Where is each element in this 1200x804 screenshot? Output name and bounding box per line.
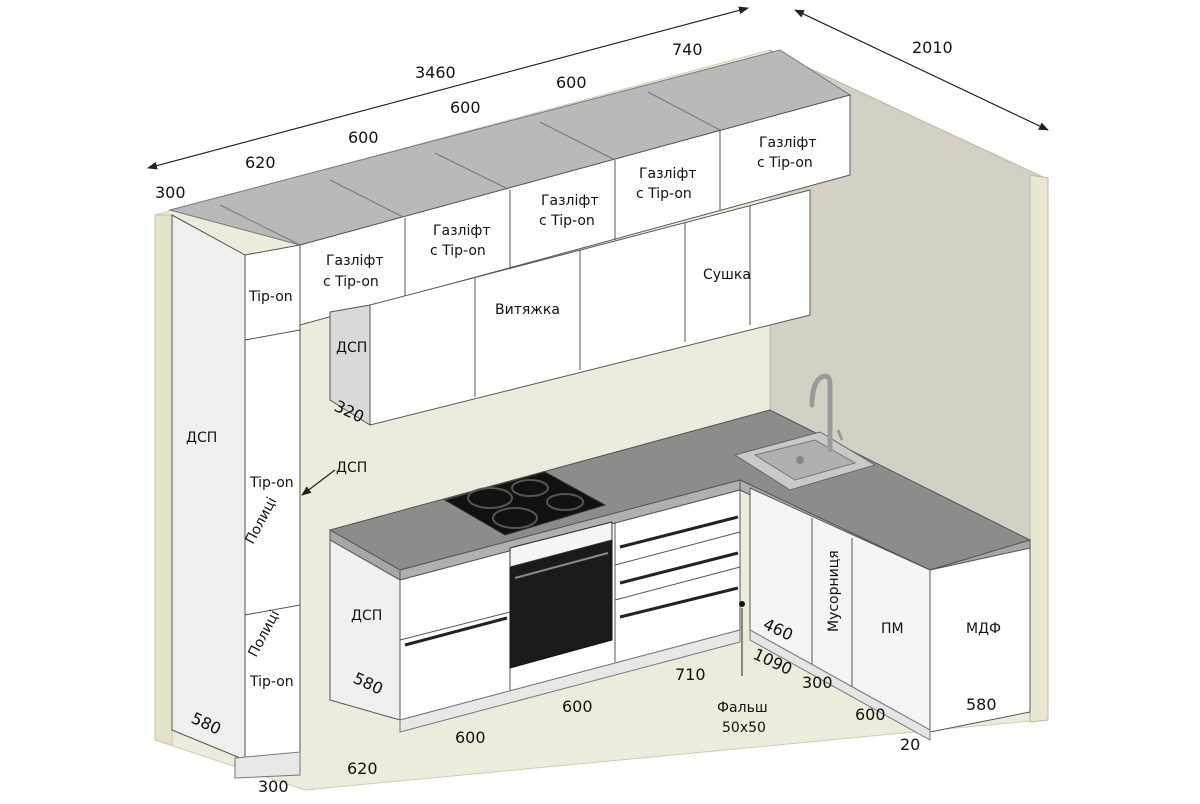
- label-gas-1-l2: с Tip-on: [323, 274, 379, 290]
- dim-right-300: 300: [802, 673, 833, 692]
- dim-upper-5: 740: [672, 40, 703, 59]
- cooktop: [443, 471, 607, 536]
- dim-depth-right: 2010: [912, 38, 953, 57]
- label-tall-tipon-bottom: Tip-on: [249, 674, 294, 690]
- dim-base-bottom-mid2: 600: [562, 697, 593, 716]
- left-wall-edge: [154, 214, 173, 746]
- dim-upper-1: 620: [245, 153, 276, 172]
- dsp-arrow: [301, 469, 336, 496]
- label-gas-3-l1: Газліфт: [541, 193, 599, 209]
- label-gas-5-l1: Газліфт: [759, 135, 817, 151]
- label-arrow-dsp: ДСП: [336, 460, 367, 476]
- label-gas-4-l2: с Tip-on: [636, 186, 692, 202]
- mdf-end-panel: [929, 547, 1031, 733]
- label-gas-2-l1: Газліфт: [433, 223, 491, 239]
- faucet: [809, 373, 833, 453]
- dim-right-580: 580: [966, 695, 997, 714]
- dim-base-bottom-left: 620: [347, 759, 378, 778]
- dim-tall-depth-top: 300: [155, 183, 186, 202]
- label-trash: Мусорниця: [826, 550, 842, 632]
- dim-upper-4: 600: [556, 73, 587, 92]
- label-base-side: ДСП: [351, 608, 382, 624]
- dim-right-20: 20: [900, 735, 920, 754]
- right-wall-edge: [1029, 174, 1049, 723]
- label-dryer: Сушка: [703, 267, 751, 283]
- tall-cabinet-side: [171, 214, 246, 761]
- label-gas-2-l2: с Tip-on: [430, 243, 486, 259]
- label-gas-3-l2: с Tip-on: [539, 213, 595, 229]
- dim-base-bottom-corner: 710: [675, 665, 706, 684]
- dim-overall-top: 3460: [415, 63, 456, 82]
- label-tall-side: ДСП: [186, 430, 217, 446]
- label-mdf: МДФ: [966, 621, 1001, 637]
- label-filler-l1: Фальш: [717, 700, 768, 716]
- label-gas-4-l1: Газліфт: [639, 166, 697, 182]
- label-hood: Витяжка: [495, 302, 560, 318]
- right-plinth: [749, 629, 931, 741]
- label-filler-l2: 50x50: [722, 720, 766, 736]
- label-gas-5-l2: с Tip-on: [757, 155, 813, 171]
- label-tall-tipon-top: Tip-on: [248, 289, 293, 305]
- oven-panel: [509, 521, 613, 568]
- dim-upper-2: 600: [348, 128, 379, 147]
- upper-side-panel: [329, 304, 371, 426]
- label-gas-1-l1: Газліфт: [326, 253, 384, 269]
- dim-tall-width-bottom: 300: [258, 777, 289, 796]
- upper-front-row1: [299, 94, 851, 326]
- dim-right-600: 600: [855, 705, 886, 724]
- label-dishwasher: ПМ: [881, 621, 904, 637]
- label-tall-tipon-mid: Tip-on: [249, 475, 294, 491]
- dim-base-bottom-mid: 600: [455, 728, 486, 747]
- tall-cabinet-plinth: [234, 751, 301, 779]
- label-upper-side: ДСП: [336, 340, 367, 356]
- dim-upper-3: 600: [450, 98, 481, 117]
- base-plinth: [399, 629, 741, 733]
